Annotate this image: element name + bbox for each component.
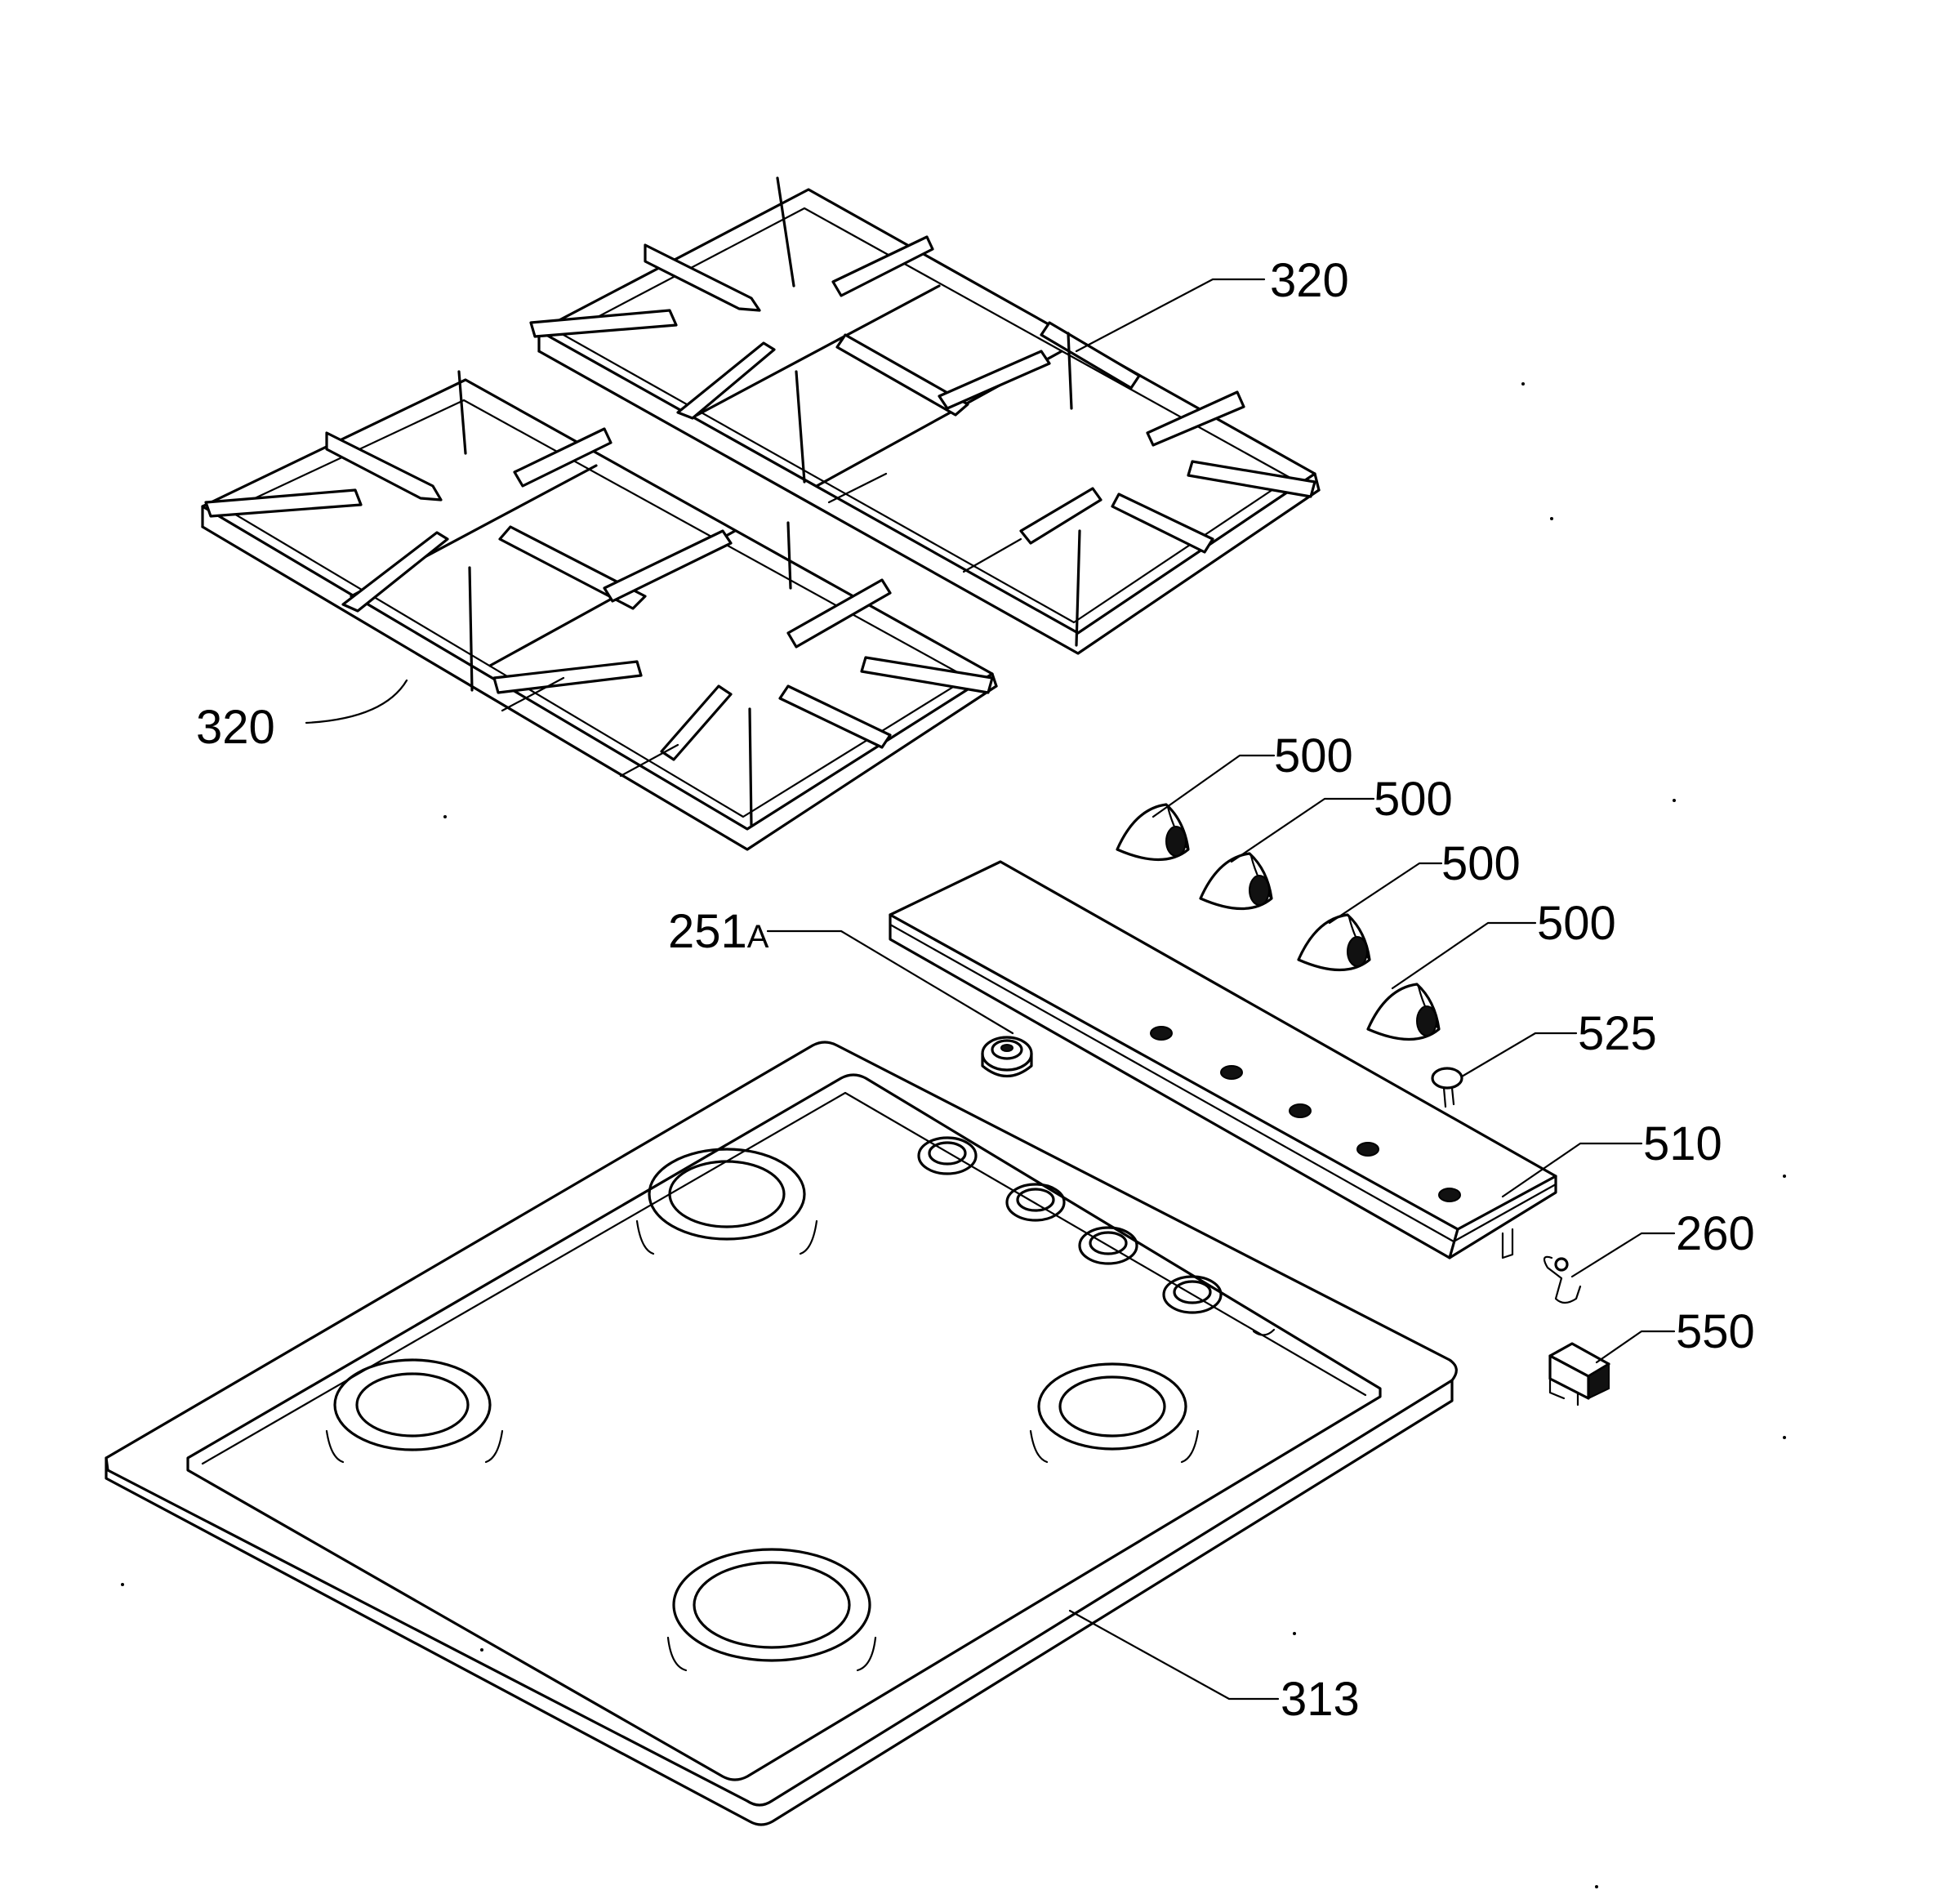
leader-lines [305, 278, 1676, 1701]
burner-left [325, 1358, 504, 1464]
label-313: 313 [1281, 1673, 1360, 1726]
control-panel-510 [889, 860, 1557, 1259]
label-500-2: 500 [1374, 773, 1453, 826]
burner-right [1029, 1362, 1200, 1464]
label-260: 260 [1676, 1207, 1755, 1260]
label-525: 525 [1578, 1007, 1657, 1060]
spacer-251a [981, 1036, 1033, 1077]
label-500-1: 500 [1274, 729, 1353, 782]
clip-260 [1543, 1255, 1582, 1304]
label-510: 510 [1643, 1117, 1722, 1170]
label-251a: 251A [668, 905, 769, 958]
knob-3 [1297, 913, 1371, 972]
grate-left [201, 370, 998, 851]
label-500-4: 500 [1537, 897, 1616, 950]
knob-1 [1116, 803, 1190, 862]
label-251a-suffix: A [747, 919, 769, 955]
scan-specks [121, 382, 1786, 1888]
grate-right [529, 176, 1321, 655]
hob-top-313 [105, 1041, 1458, 1826]
label-550: 550 [1676, 1305, 1755, 1358]
burner-front [666, 1548, 877, 1672]
knob-2 [1199, 852, 1273, 911]
switch-550 [1548, 1342, 1610, 1406]
button-525 [1431, 1067, 1463, 1108]
label-320-right: 320 [1270, 254, 1349, 307]
valve-stems [917, 1136, 1276, 1336]
burner-back [635, 1148, 818, 1255]
part-labels: 320 320 500 500 500 500 525 510 260 550 … [196, 254, 1755, 1726]
knob-4 [1366, 983, 1441, 1041]
label-500-3: 500 [1441, 837, 1521, 890]
label-320-left: 320 [196, 701, 275, 754]
label-251a-number: 251 [668, 905, 747, 958]
